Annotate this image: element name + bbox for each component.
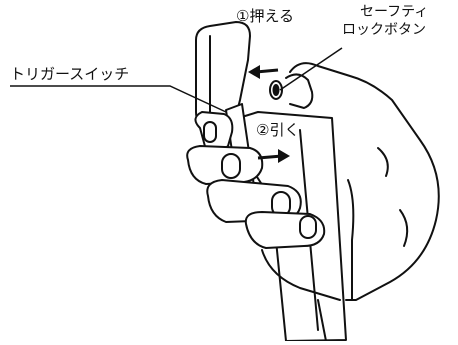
safety-leader-line	[279, 47, 343, 91]
safety-lock-label-line1: セーフティ	[360, 4, 429, 20]
hand-crease-2	[377, 147, 389, 177]
safety-lock-button-center	[272, 84, 280, 96]
trigger-switch-label: トリガースイッチ	[10, 65, 130, 83]
trigger-leader-line	[10, 85, 227, 113]
hand-crease-1	[399, 209, 409, 247]
tool-bottom	[317, 299, 327, 342]
hand-outline	[289, 62, 440, 301]
pull-arrow	[257, 149, 290, 163]
safety-lock-label-line2: ロックボタン	[342, 22, 426, 38]
fingernail-1	[203, 121, 217, 143]
pull-label: ②引く	[256, 121, 300, 139]
fingernail-2	[221, 153, 241, 179]
thumb	[285, 73, 314, 109]
fingernail-4	[299, 215, 317, 239]
palm-edge	[261, 249, 341, 301]
push-label: ①押える	[236, 7, 294, 25]
hand-back	[347, 179, 355, 301]
push-arrow	[248, 65, 279, 79]
